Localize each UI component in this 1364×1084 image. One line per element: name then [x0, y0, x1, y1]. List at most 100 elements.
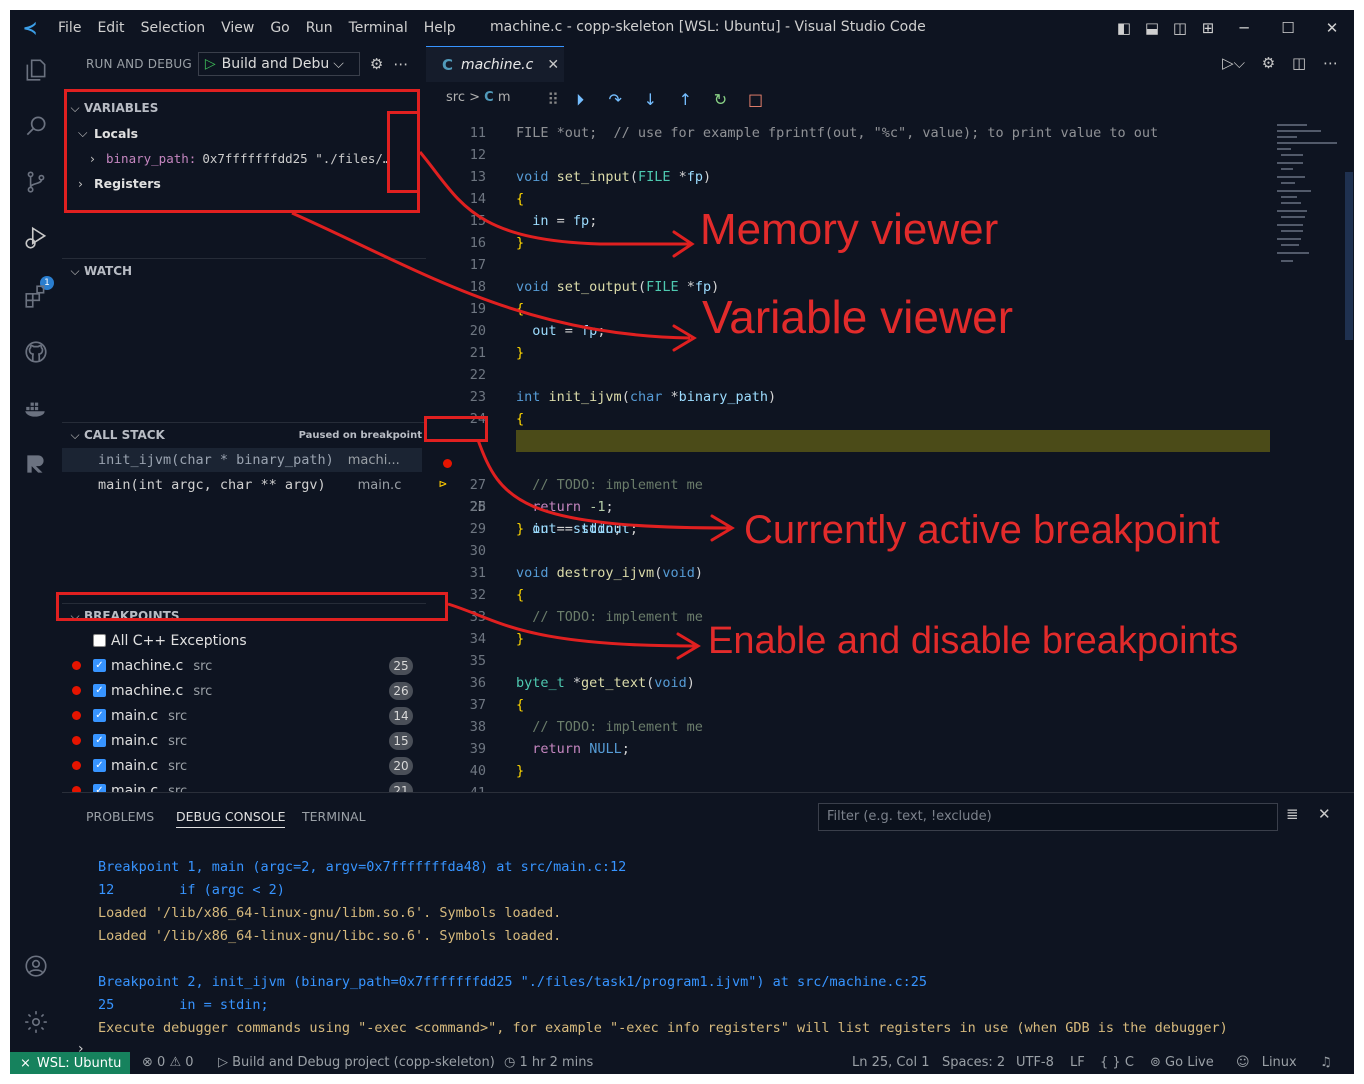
window-controls: ◧ ⬓ ◫ ⊞ ─ ☐ ✕: [1110, 10, 1354, 46]
launch-config-select[interactable]: ▷ Build and Debu ⌵: [197, 52, 360, 76]
tab-problems[interactable]: PROBLEMS: [86, 809, 155, 824]
locals-scope[interactable]: ⌵ Locals: [78, 122, 138, 144]
more-actions-icon[interactable]: ⋯: [1323, 54, 1338, 72]
remote-indicator[interactable]: ⨯ WSL: Ubuntu: [10, 1052, 130, 1074]
menu-selection[interactable]: Selection: [140, 20, 206, 36]
current-breakpoint-icon[interactable]: ⊳: [439, 477, 447, 492]
clear-console-icon[interactable]: ≣: [1286, 805, 1299, 823]
extensions-icon[interactable]: [22, 282, 50, 310]
breakpoint-checkbox[interactable]: ✓: [93, 709, 106, 722]
console-prompt-icon[interactable]: ›: [78, 1041, 84, 1057]
remote-explorer-icon[interactable]: [22, 450, 50, 478]
breakpoint-checkbox[interactable]: ✓: [93, 684, 106, 697]
exception-checkbox[interactable]: [93, 634, 106, 647]
close-window-icon[interactable]: ✕: [1325, 19, 1339, 37]
more-actions-icon[interactable]: ⋯: [393, 55, 409, 73]
language-mode[interactable]: { } C: [1100, 1055, 1134, 1070]
drag-handle-icon[interactable]: ⠿: [547, 90, 559, 109]
end-of-line[interactable]: LF: [1070, 1055, 1085, 1070]
launch-settings-gear-icon[interactable]: ⚙: [369, 55, 384, 73]
start-debug-icon[interactable]: ▷: [204, 56, 216, 72]
menu-view[interactable]: View: [221, 20, 255, 36]
toggle-secondary-sidebar-icon[interactable]: ◫: [1172, 19, 1188, 37]
breakpoint-dot-icon: [72, 761, 81, 770]
breadcrumb-src[interactable]: src: [446, 90, 465, 105]
locals-label: Locals: [94, 125, 139, 141]
indentation[interactable]: Spaces: 2: [942, 1055, 1006, 1070]
stack-frame[interactable]: init_ijvm(char * binary_path) machi...: [62, 448, 422, 472]
search-icon[interactable]: [22, 112, 50, 140]
variable-binary-path[interactable]: › binary_path: 0x7fffffffdd25 "./files/…: [90, 147, 390, 169]
breakpoint-dot-icon[interactable]: [443, 459, 452, 468]
breadcrumb-file[interactable]: m: [497, 90, 511, 105]
restart-icon[interactable]: ↻: [713, 90, 728, 109]
customize-layout-icon[interactable]: ⊞: [1201, 19, 1215, 37]
toggle-panel-icon[interactable]: ⬓: [1144, 19, 1160, 37]
variables-highlight-box: [64, 89, 420, 213]
breakpoint-file: main.c: [111, 732, 159, 749]
go-live-button[interactable]: ⊚ Go Live: [1150, 1055, 1214, 1070]
step-over-icon[interactable]: ↷: [608, 90, 622, 109]
tab-debug-console[interactable]: DEBUG CONSOLE: [176, 809, 286, 828]
stop-icon[interactable]: □: [748, 90, 764, 109]
close-tab-icon[interactable]: ✕: [547, 56, 560, 73]
time-tracker-status[interactable]: ◷ 1 hr 2 mins: [504, 1055, 593, 1070]
run-debug-icon[interactable]: [22, 224, 50, 252]
menu-go[interactable]: Go: [270, 20, 290, 36]
breakpoint-checkbox[interactable]: ✓: [93, 659, 106, 672]
accounts-icon[interactable]: [22, 952, 50, 980]
manage-gear-icon[interactable]: [22, 1008, 50, 1036]
maximize-icon[interactable]: ☐: [1281, 19, 1295, 37]
title-bar: ≺ File Edit Selection View Go Run Termin…: [10, 10, 1354, 46]
editor-settings-gear-icon[interactable]: ⚙: [1261, 54, 1276, 72]
menu-file[interactable]: File: [58, 20, 82, 36]
chevron-down-icon: ⌵: [70, 608, 80, 623]
github-icon[interactable]: [22, 338, 50, 366]
variables-section-header[interactable]: ⌵ VARIABLES: [62, 98, 436, 118]
line-text: void set_output(FILE *fp): [516, 279, 720, 295]
close-panel-icon[interactable]: ✕: [1318, 805, 1331, 823]
run-file-icon[interactable]: ▷⌵: [1222, 54, 1246, 72]
registers-scope[interactable]: › Registers: [78, 172, 161, 194]
encoding[interactable]: UTF-8: [1016, 1055, 1054, 1070]
menu-edit[interactable]: Edit: [97, 20, 125, 36]
source-control-icon[interactable]: [22, 168, 50, 196]
explorer-icon[interactable]: [22, 56, 50, 84]
step-out-icon[interactable]: ↑: [678, 90, 693, 109]
debug-launch-status[interactable]: ▷ Build and Debug project (copp-skeleton…: [218, 1055, 495, 1070]
stack-frame[interactable]: main(int argc, char ** argv) main.c: [62, 473, 422, 497]
cursor-position[interactable]: Ln 25, Col 1: [852, 1055, 930, 1070]
breakpoint-checkbox[interactable]: ✓: [93, 734, 106, 747]
step-into-icon[interactable]: ↓: [643, 90, 657, 109]
toggle-sidebar-icon[interactable]: ◧: [1116, 19, 1132, 37]
menu-run[interactable]: Run: [305, 20, 333, 36]
exception-breakpoint[interactable]: All C++ Exceptions: [62, 628, 436, 653]
split-editor-icon[interactable]: ◫: [1292, 54, 1307, 72]
watch-section-header[interactable]: ⌵ WATCH: [62, 261, 436, 281]
console-filter-input[interactable]: Filter (e.g. text, !exclude): [818, 803, 1278, 831]
notifications-icon[interactable]: ♫: [1320, 1055, 1332, 1070]
docker-icon[interactable]: [22, 394, 50, 422]
variable-name: binary_path:: [106, 150, 197, 166]
breakpoint-checkbox[interactable]: ✓: [93, 759, 106, 772]
breadcrumb[interactable]: src > C m: [446, 90, 511, 105]
chevron-right-icon: ›: [78, 175, 83, 191]
menu-help[interactable]: Help: [423, 20, 456, 36]
callstack-section-header[interactable]: ⌵ CALL STACK Paused on breakpoint: [62, 425, 436, 445]
minimap[interactable]: [1275, 122, 1345, 272]
continue-icon[interactable]: ⏵: [576, 90, 585, 109]
editor-scrollbar[interactable]: [1345, 172, 1353, 340]
console-line: 12 if (argc < 2): [98, 882, 285, 898]
platform-status[interactable]: ☺ Linux: [1236, 1055, 1297, 1070]
problems-status[interactable]: ⊗ 0 ⚠ 0: [142, 1055, 194, 1070]
minimize-icon[interactable]: ─: [1239, 19, 1249, 37]
menu-terminal[interactable]: Terminal: [348, 20, 408, 36]
tab-machine-c[interactable]: C machine.c ✕: [426, 46, 564, 82]
tab-terminal[interactable]: TERMINAL: [302, 809, 366, 824]
platform-label: Linux: [1261, 1055, 1297, 1070]
